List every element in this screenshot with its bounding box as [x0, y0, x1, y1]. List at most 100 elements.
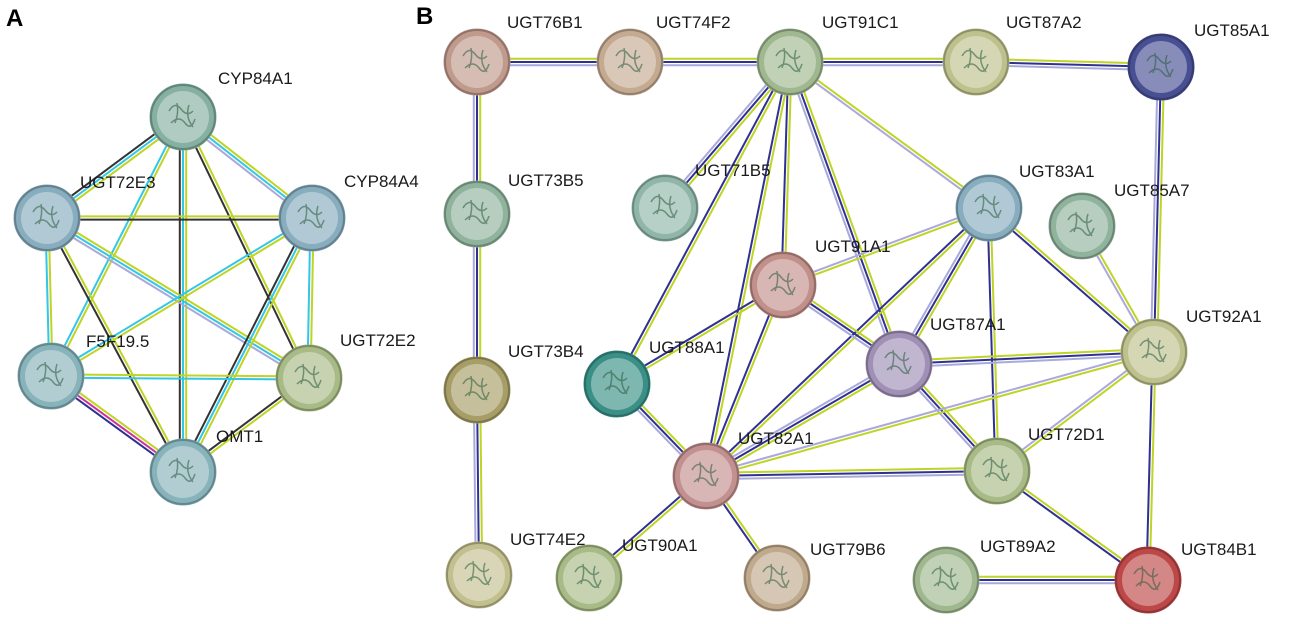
edge-line	[182, 217, 313, 473]
node-F5F19.5[interactable]: F5F19.5	[17, 332, 149, 410]
edge-line	[986, 208, 997, 472]
protein-structure-icon	[283, 352, 335, 404]
node-label: UGT74E2	[510, 530, 586, 549]
node-UGT73B4[interactable]: UGT73B4	[443, 342, 584, 424]
node-UGT71B5[interactable]: UGT71B5	[631, 161, 771, 242]
node-CYP84A4[interactable]: CYP84A4	[278, 172, 419, 252]
edge-line	[706, 352, 1155, 479]
node-UGT82A1[interactable]: UGT82A1	[672, 429, 814, 510]
protein-structure-icon	[873, 338, 925, 390]
node-UGT87A2[interactable]: UGT87A2	[942, 13, 1082, 96]
protein-structure-icon	[757, 259, 809, 311]
node-OMT1[interactable]: OMT1	[149, 427, 263, 506]
node-ring	[150, 84, 216, 150]
node-UGT89A2[interactable]: UGT89A2	[912, 537, 1056, 614]
node-UGT74F2[interactable]: UGT74F2	[596, 13, 731, 96]
node-UGT91C1[interactable]: UGT91C1	[756, 13, 899, 96]
protein-ribbon-icon	[574, 563, 602, 589]
node-circle	[149, 438, 217, 506]
edge-line	[706, 62, 793, 477]
node-label: UGT84B1	[1181, 540, 1257, 559]
panel-b-edges	[472, 57, 1166, 585]
edge-UGT87A1-UGT92A1	[898, 347, 1155, 369]
node-label: UGT92A1	[1186, 307, 1262, 326]
node-UGT76B1[interactable]: UGT76B1	[443, 13, 583, 96]
node-UGT79B6[interactable]: UGT79B6	[743, 540, 886, 612]
node-circle	[955, 174, 1023, 242]
edge-line	[1149, 66, 1159, 352]
node-label: UGT91C1	[822, 13, 899, 32]
node-UGT72E3[interactable]: UGT72E3	[13, 173, 156, 252]
protein-structure-icon	[971, 445, 1023, 497]
edge-UGT87A1-UGT82A1	[703, 360, 902, 480]
protein-structure-icon	[1122, 554, 1174, 606]
protein-ribbon-icon	[602, 369, 630, 395]
edge-UGT83A1-UGT82A1	[704, 206, 991, 478]
protein-ribbon-icon	[931, 565, 959, 591]
node-UGT87A1[interactable]: UGT87A1	[865, 315, 1006, 398]
node-UGT85A1[interactable]: UGT85A1	[1127, 21, 1270, 101]
node-ring	[1115, 547, 1181, 613]
node-circle	[672, 442, 740, 510]
node-label: OMT1	[216, 427, 263, 446]
edge-line	[1148, 352, 1157, 581]
node-label: CYP84A1	[218, 69, 293, 88]
node-label: UGT87A2	[1006, 13, 1082, 32]
node-circle	[13, 184, 81, 252]
protein-ribbon-icon	[297, 203, 325, 229]
node-ring	[1049, 193, 1115, 259]
node-ring	[956, 175, 1022, 241]
node-UGT92A1[interactable]: UGT92A1	[1120, 307, 1262, 386]
node-UGT72E2[interactable]: UGT72E2	[275, 331, 416, 412]
edge-UGT91C1-UGT91A1	[780, 61, 793, 286]
protein-structure-icon	[451, 188, 503, 240]
protein-ribbon-icon	[1133, 565, 1161, 591]
edge-UGT83A1-UGT91A1	[782, 205, 990, 288]
node-ring	[632, 175, 698, 241]
edge-UGT72E3-OMT1	[44, 216, 186, 474]
edge-UGT91C1-UGT87A1	[786, 60, 903, 366]
node-UGT73B5[interactable]: UGT73B5	[443, 171, 584, 248]
protein-ribbon-icon	[462, 375, 490, 401]
node-circle	[443, 28, 511, 96]
protein-ribbon-icon	[974, 193, 1002, 219]
node-ring	[597, 29, 663, 95]
edge-line	[1153, 66, 1162, 353]
node-UGT90A1[interactable]: UGT90A1	[555, 536, 698, 612]
node-ring	[444, 357, 510, 423]
node-label: UGT89A2	[980, 537, 1056, 556]
edge-UGT92A1-UGT82A1	[705, 349, 1155, 479]
edge-CYP84A1-UGT72E2	[180, 115, 312, 380]
node-ring	[757, 29, 823, 95]
edge-CYP84A4-OMT1	[179, 216, 316, 474]
protein-structure-icon	[1135, 41, 1187, 93]
node-label: F5F19.5	[86, 332, 149, 351]
protein-structure-icon	[764, 36, 816, 88]
edge-line	[51, 218, 314, 379]
node-CYP84A1[interactable]: CYP84A1	[149, 69, 293, 151]
node-UGT88A1[interactable]: UGT88A1	[583, 338, 725, 418]
protein-structure-icon	[920, 554, 972, 606]
protein-ribbon-icon	[36, 361, 64, 387]
edge-line	[47, 216, 186, 472]
node-UGT83A1[interactable]: UGT83A1	[955, 162, 1095, 242]
protein-ribbon-icon	[768, 270, 796, 296]
node-UGT84B1[interactable]: UGT84B1	[1114, 540, 1257, 614]
node-circle	[149, 83, 217, 151]
node-UGT85A7[interactable]: UGT85A7	[1048, 181, 1190, 260]
node-ring	[584, 351, 650, 417]
edge-UGT91A1-UGT82A1	[703, 284, 786, 477]
node-UGT91A1[interactable]: UGT91A1	[749, 237, 891, 319]
node-ring	[750, 252, 816, 318]
node-ring	[1128, 34, 1194, 100]
edge-line	[706, 208, 991, 478]
node-UGT72D1[interactable]: UGT72D1	[963, 425, 1105, 505]
node-circle	[1114, 546, 1182, 614]
protein-ribbon-icon	[982, 456, 1010, 482]
node-UGT74E2[interactable]: UGT74E2	[445, 530, 586, 609]
node-circle	[756, 28, 824, 96]
node-label: UGT72E2	[340, 331, 416, 350]
node-label: UGT88A1	[649, 338, 725, 357]
node-circle	[1127, 33, 1195, 101]
